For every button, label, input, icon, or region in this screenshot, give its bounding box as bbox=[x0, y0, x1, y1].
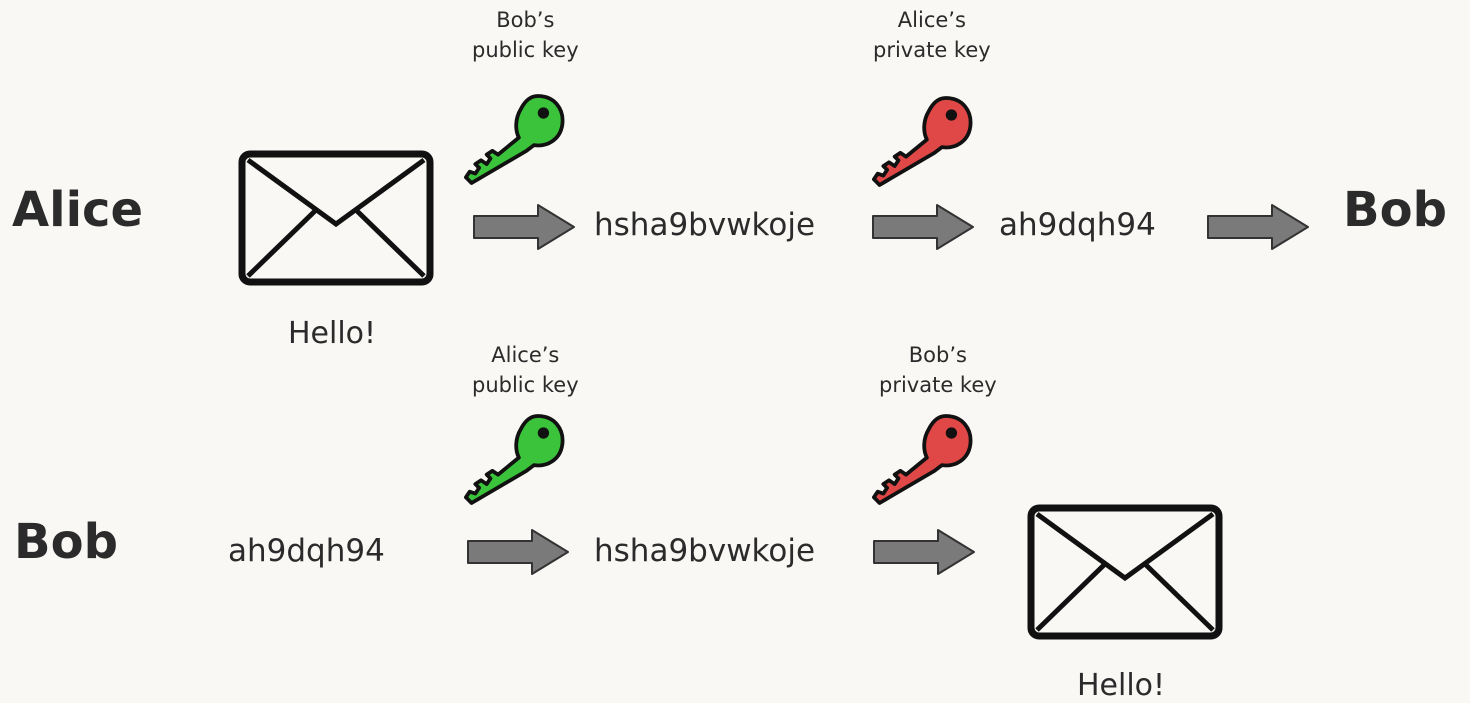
arrow-icon bbox=[466, 528, 570, 576]
envelope-icon bbox=[1027, 504, 1223, 640]
arrow-icon bbox=[1206, 203, 1310, 251]
received-ciphertext-label: ah9dqh94 bbox=[228, 533, 385, 569]
key-label-owner: Bob’s bbox=[908, 343, 967, 367]
key-label-type: private key bbox=[879, 373, 997, 398]
red-key-icon bbox=[872, 412, 976, 507]
key-label: Bob’s private key bbox=[879, 340, 997, 401]
key-label-owner: Bob’s bbox=[496, 8, 555, 32]
key-label-owner: Alice’s bbox=[897, 8, 966, 32]
key-label-type: private key bbox=[873, 38, 991, 63]
actor-recipient-label: Bob bbox=[1343, 182, 1447, 238]
red-key-icon bbox=[872, 94, 976, 189]
plaintext-message: Hello! bbox=[288, 316, 377, 351]
decrypted-message: Hello! bbox=[1077, 668, 1166, 703]
key-label-type: public key bbox=[472, 38, 579, 63]
key-label-owner: Alice’s bbox=[491, 343, 560, 367]
envelope-icon bbox=[238, 150, 434, 286]
signed-ciphertext-label: ah9dqh94 bbox=[999, 207, 1156, 243]
ciphertext-label: hsha9bvwkoje bbox=[594, 533, 816, 569]
arrow-icon bbox=[472, 203, 576, 251]
green-key-icon bbox=[464, 92, 568, 187]
arrow-icon bbox=[871, 203, 975, 251]
actor-receiver-label: Bob bbox=[14, 514, 118, 570]
key-label: Bob’s public key bbox=[472, 5, 579, 66]
ciphertext-label: hsha9bvwkoje bbox=[594, 207, 816, 243]
green-key-icon bbox=[464, 412, 568, 507]
actor-sender-label: Alice bbox=[12, 182, 144, 238]
key-label-type: public key bbox=[472, 373, 579, 398]
arrow-icon bbox=[872, 528, 976, 576]
key-label: Alice’s public key bbox=[472, 340, 579, 401]
key-label: Alice’s private key bbox=[873, 5, 991, 66]
